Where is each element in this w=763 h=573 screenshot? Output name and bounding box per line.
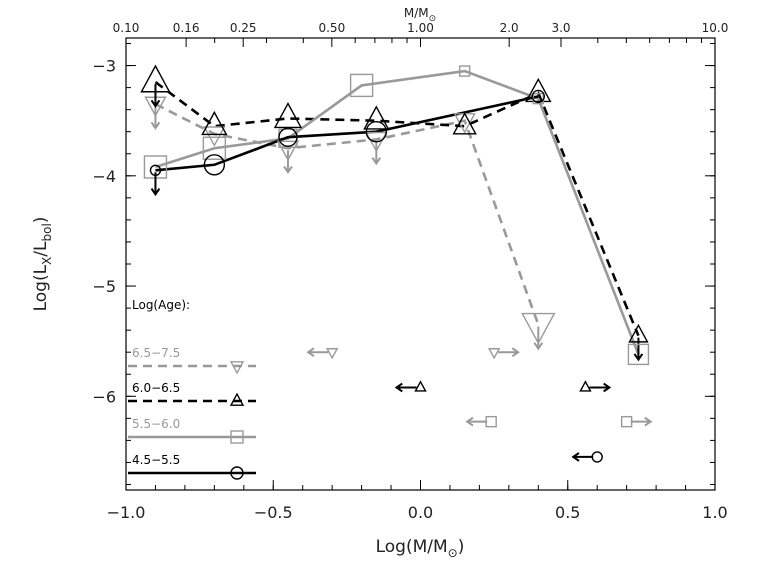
data-point xyxy=(365,121,388,143)
arrow-head xyxy=(633,353,644,362)
top-tick-label: 0.16 xyxy=(173,21,200,35)
arrow-head xyxy=(150,99,161,108)
top-tick-label: 3.0 xyxy=(551,21,570,35)
top-tick-label: 1.00 xyxy=(407,21,434,35)
data-point xyxy=(202,136,227,160)
y-tick-label: −3 xyxy=(92,57,116,76)
arrow-head xyxy=(150,187,161,197)
mass-limit-arrow xyxy=(394,382,417,393)
arrow-head xyxy=(306,347,315,357)
data-point xyxy=(203,154,226,176)
series-line-3 xyxy=(155,95,539,172)
data-point xyxy=(365,131,388,153)
top-tick-label: 0.25 xyxy=(230,21,257,35)
arrow-head xyxy=(283,165,293,175)
arrow-head xyxy=(644,416,653,427)
y-tick-label: −4 xyxy=(92,167,116,186)
legend-marker xyxy=(230,430,244,444)
y-tick-label: −5 xyxy=(92,277,116,296)
x-tick-label: −1.0 xyxy=(107,503,146,522)
upper-limit-arrow xyxy=(150,84,161,108)
arrow-head xyxy=(371,157,382,166)
arrow-head xyxy=(533,342,544,351)
x-tick-label: 1.0 xyxy=(702,503,727,522)
top-tick-label: 0.50 xyxy=(318,21,345,35)
arrow-head xyxy=(150,121,161,130)
mass-limit-arrow xyxy=(589,382,612,393)
data-point xyxy=(349,73,374,98)
upper-limit-arrow xyxy=(633,337,644,362)
upper-limit-arrow xyxy=(533,326,544,351)
data-point xyxy=(531,89,545,104)
top-tick-label: 10.0 xyxy=(702,21,729,35)
mass-limit-point xyxy=(579,380,592,392)
data-point xyxy=(452,112,477,135)
top-axis-title: M/M⊙ xyxy=(404,6,436,24)
legend-label: 4.5−5.5 xyxy=(132,453,180,467)
data-point xyxy=(276,140,300,162)
data-point xyxy=(201,110,228,136)
mass-limit-point xyxy=(485,415,497,428)
mass-limit-arrow xyxy=(630,416,653,427)
x-tick-label: 0.0 xyxy=(408,503,433,522)
data-point xyxy=(278,127,298,147)
x-axis-title: Log(M/M⊙) xyxy=(376,537,465,560)
y-axis-title: Log(LX/Lbol) xyxy=(31,217,54,312)
mass-limit-arrow xyxy=(306,347,329,357)
upper-limit-arrow xyxy=(283,150,293,175)
x-tick-label: −0.5 xyxy=(254,503,293,522)
data-point xyxy=(521,312,556,345)
plot-frame xyxy=(125,37,716,491)
legend-label: 6.0−6.5 xyxy=(132,381,180,395)
arrow-head xyxy=(571,452,580,462)
top-tick-label: 2.0 xyxy=(500,21,519,35)
legend-label: 5.5−6.0 xyxy=(132,417,180,431)
series-line-0 xyxy=(154,102,540,326)
data-point xyxy=(273,102,303,129)
data-point xyxy=(525,77,552,103)
series-line-1 xyxy=(154,81,640,337)
data-point xyxy=(627,343,650,366)
mass-limit-point xyxy=(414,380,427,392)
mass-limit-point xyxy=(620,415,633,428)
arrow-head xyxy=(465,416,474,427)
mass-limit-arrow xyxy=(465,416,488,427)
data-point xyxy=(363,105,390,130)
series-line-2 xyxy=(155,69,640,355)
legend-marker xyxy=(229,361,245,375)
data-point xyxy=(458,65,471,77)
upper-limit-arrow xyxy=(150,106,161,130)
arrow-head xyxy=(511,347,520,357)
legend-marker xyxy=(230,466,244,480)
mass-limit-point xyxy=(325,348,339,360)
data-point xyxy=(203,126,226,147)
legend-marker xyxy=(229,392,245,406)
top-tick-label: 0.10 xyxy=(113,21,140,35)
mass-limit-point xyxy=(591,451,603,463)
legend-title: Log(Age): xyxy=(132,298,190,312)
arrow-head xyxy=(394,382,403,393)
y-tick-label: −6 xyxy=(92,387,116,406)
mass-limit-arrow xyxy=(498,347,520,357)
mass-limit-point xyxy=(487,348,501,360)
upper-limit-arrow xyxy=(150,172,161,197)
legend-label: 6.5−7.5 xyxy=(132,346,180,360)
arrow-head xyxy=(603,382,612,393)
upper-limit-arrow xyxy=(371,141,382,166)
mass-limit-arrow xyxy=(571,452,594,462)
x-tick-label: 0.5 xyxy=(555,503,580,522)
